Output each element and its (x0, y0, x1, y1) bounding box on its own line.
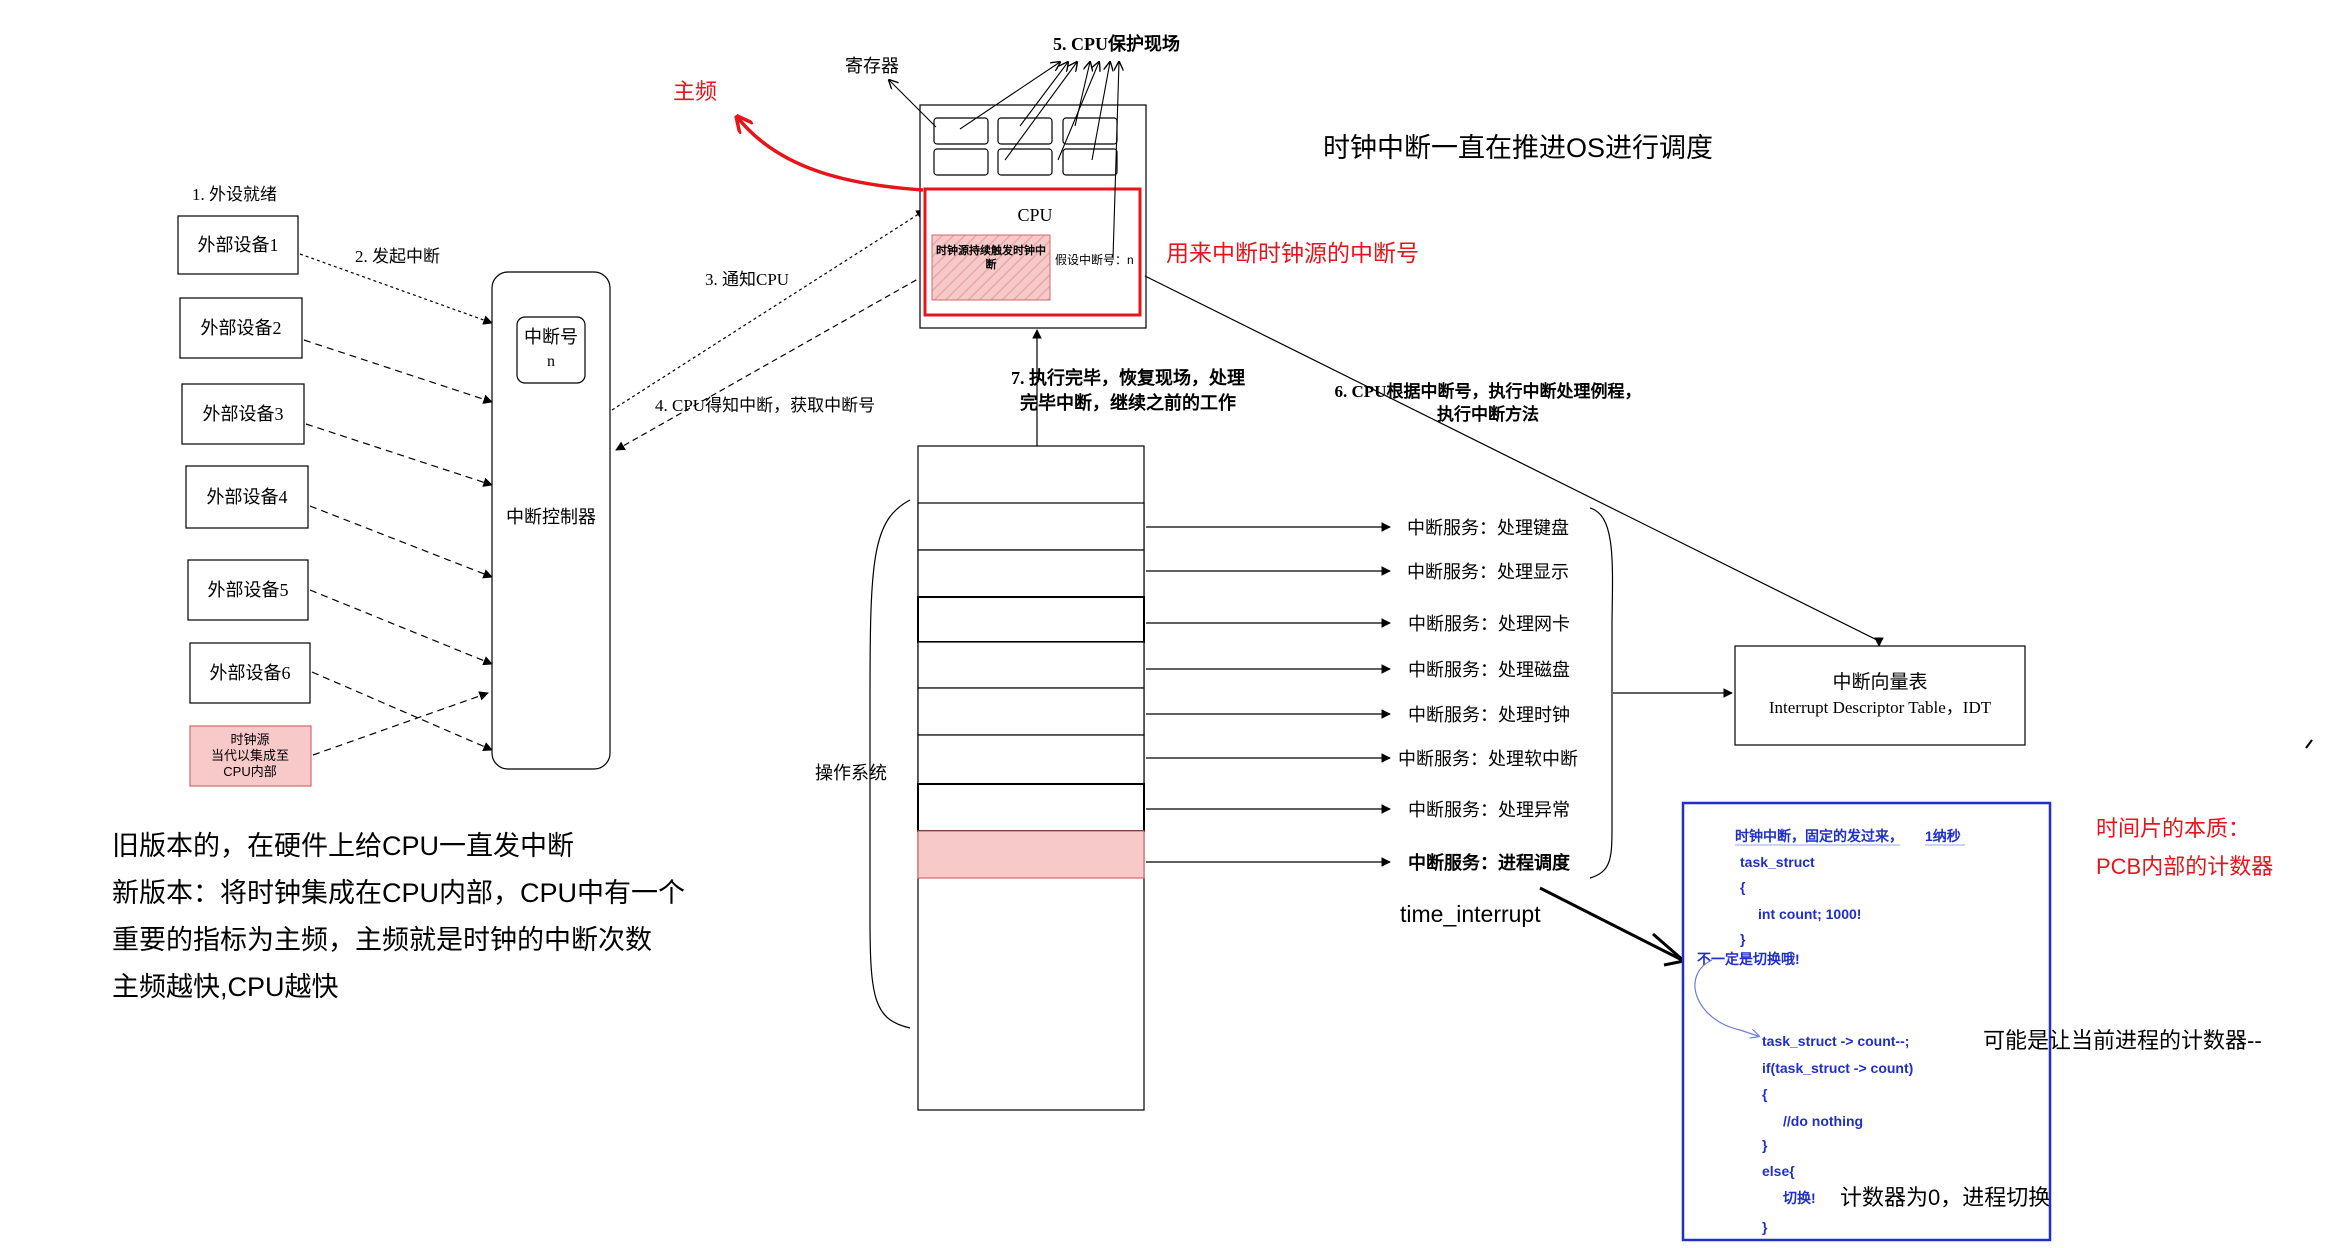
timeslice-line2: PCB内部的计数器 (2096, 854, 2273, 879)
note-line: 新版本：将时钟集成在CPU内部，CPU中有一个 (112, 878, 685, 908)
cpu-title: CPU (1017, 205, 1052, 225)
clock-source-line: 时钟源 (230, 732, 269, 747)
assumed-interrupt-text: 假设中断号：n (1055, 252, 1134, 267)
code-flow-arrow (1694, 959, 1758, 1036)
clock-trigger-text: 时钟源持续触发时钟中断 (936, 245, 1046, 271)
main-frequency-note: 主频 (673, 79, 717, 104)
code-panel: 时钟中断，固定的发过来， 1纳秒 task_struct { int count… (1681, 801, 2052, 1242)
service-label: 中断服务：处理软中断 (1398, 749, 1578, 769)
interrupt-controller: 中断号 n 中断控制器 (491, 271, 611, 770)
headline: 时钟中断一直在推进OS进行调度 (1323, 133, 1713, 163)
cpu-block: CPU 时钟源持续触发时钟中断 假设中断号：n (919, 104, 1147, 329)
service-label: 中断服务：处理网卡 (1408, 614, 1570, 634)
stray-mark (2305, 739, 2313, 749)
service-label: 中断服务：处理键盘 (1407, 518, 1569, 538)
idt-title: 中断向量表 (1832, 671, 1927, 693)
step5-label: 5. CPU保护现场 (1053, 33, 1180, 54)
code-line: { (1762, 1086, 1768, 1102)
services-brace (1589, 507, 1614, 879)
switch-note: 计数器为0，进程切换 (1840, 1185, 2050, 1210)
device-4: 外部设备4 (185, 465, 309, 529)
register-label: 寄存器 (845, 56, 899, 76)
counter-note: 可能是让当前进程的计数器-- (1983, 1028, 2262, 1053)
device-2: 外部设备2 (179, 297, 303, 359)
code-line: { (1740, 879, 1746, 895)
os-column (917, 445, 1145, 1111)
code-line: task_struct -> count--; (1762, 1033, 1909, 1049)
code-line: //do nothing (1783, 1113, 1863, 1129)
code-line: } (1740, 931, 1746, 947)
code-line: task_struct (1740, 854, 1815, 870)
clock-source-line: 当代以集成至 (211, 748, 289, 763)
notify-cpu-arrow (611, 209, 926, 411)
note-line: 旧版本的，在硬件上给CPU一直发中断 (112, 831, 574, 861)
code-line: 时钟中断，固定的发过来， (1735, 828, 1903, 844)
code-line: 不一定是切换哦! (1697, 951, 1800, 967)
idt-subtitle: Interrupt Descriptor Table，IDT (1769, 698, 1992, 717)
save-context-arrows (889, 62, 1119, 259)
idt-box: 中断向量表 Interrupt Descriptor Table，IDT (1734, 645, 2026, 746)
note-line: 重要的指标为主频，主频就是时钟的中断次数 (112, 925, 652, 955)
step7-label-line2: 完毕中断，继续之前的工作 (1020, 392, 1236, 413)
clock-source: 时钟源 当代以集成至 CPU内部 (189, 725, 312, 787)
code-line: } (1762, 1219, 1768, 1235)
code-line: int count; 1000! (1758, 906, 1861, 922)
service-label: 中断服务：处理显示 (1407, 562, 1569, 582)
os-brace (869, 499, 911, 1029)
code-line: if(task_struct -> count) (1762, 1060, 1913, 1076)
code-line: else{ (1762, 1163, 1795, 1179)
step3-label: 3. 通知CPU (705, 270, 789, 289)
service-label: 中断服务：处理异常 (1408, 800, 1570, 820)
code-line: 切换! (1783, 1190, 1816, 1206)
note-line: 主频越快,CPU越快 (112, 972, 339, 1002)
step7-label-line1: 7. 执行完毕，恢复现场，处理 (1011, 367, 1245, 388)
device-label: 外部设备3 (203, 404, 284, 424)
main-frequency-arrow (738, 118, 924, 192)
timeslice-line1: 时间片的本质： (2096, 816, 2250, 841)
controller-name: 中断控制器 (506, 507, 596, 527)
interrupt-number-note: 用来中断时钟源的中断号 (1166, 240, 1419, 266)
step1-label: 1. 外设就绪 (192, 185, 277, 204)
step6-label-line2: 执行中断方法 (1437, 404, 1539, 424)
device-6: 外部设备6 (189, 642, 311, 704)
time-interrupt-label: time_interrupt (1400, 901, 1541, 927)
device-5: 外部设备5 (187, 559, 309, 621)
device-label: 外部设备1 (198, 235, 279, 255)
device-1: 外部设备1 (177, 215, 299, 275)
step2-label: 2. 发起中断 (355, 247, 440, 266)
service-label: 中断服务：处理磁盘 (1408, 660, 1570, 680)
os-label: 操作系统 (815, 763, 887, 783)
device-label: 外部设备6 (210, 663, 291, 683)
code-line: 1纳秒 (1925, 828, 1961, 844)
time-interrupt-arrow (1539, 886, 1683, 962)
fetch-number-arrow (615, 274, 926, 451)
device-label: 外部设备4 (207, 487, 288, 507)
device-to-controller-arrows (299, 253, 493, 756)
step4-label: 4. CPU得知中断，获取中断号 (655, 396, 875, 415)
service-label-scheduler: 中断服务：进程调度 (1408, 852, 1571, 873)
device-3: 外部设备3 (181, 383, 305, 445)
interrupt-number-value: n (547, 353, 555, 370)
device-label: 外部设备2 (201, 318, 282, 338)
cpu-to-idt-arrow (1144, 275, 1884, 647)
interrupt-number-label: 中断号 (524, 327, 578, 347)
clock-source-line: CPU内部 (223, 764, 276, 779)
service-arrows (1146, 522, 1391, 867)
code-line: } (1762, 1137, 1768, 1153)
service-label: 中断服务：处理时钟 (1408, 705, 1570, 725)
step6-label-line1: 6. CPU根据中断号，执行中断处理例程， (1335, 381, 1642, 401)
device-label: 外部设备5 (208, 580, 289, 600)
